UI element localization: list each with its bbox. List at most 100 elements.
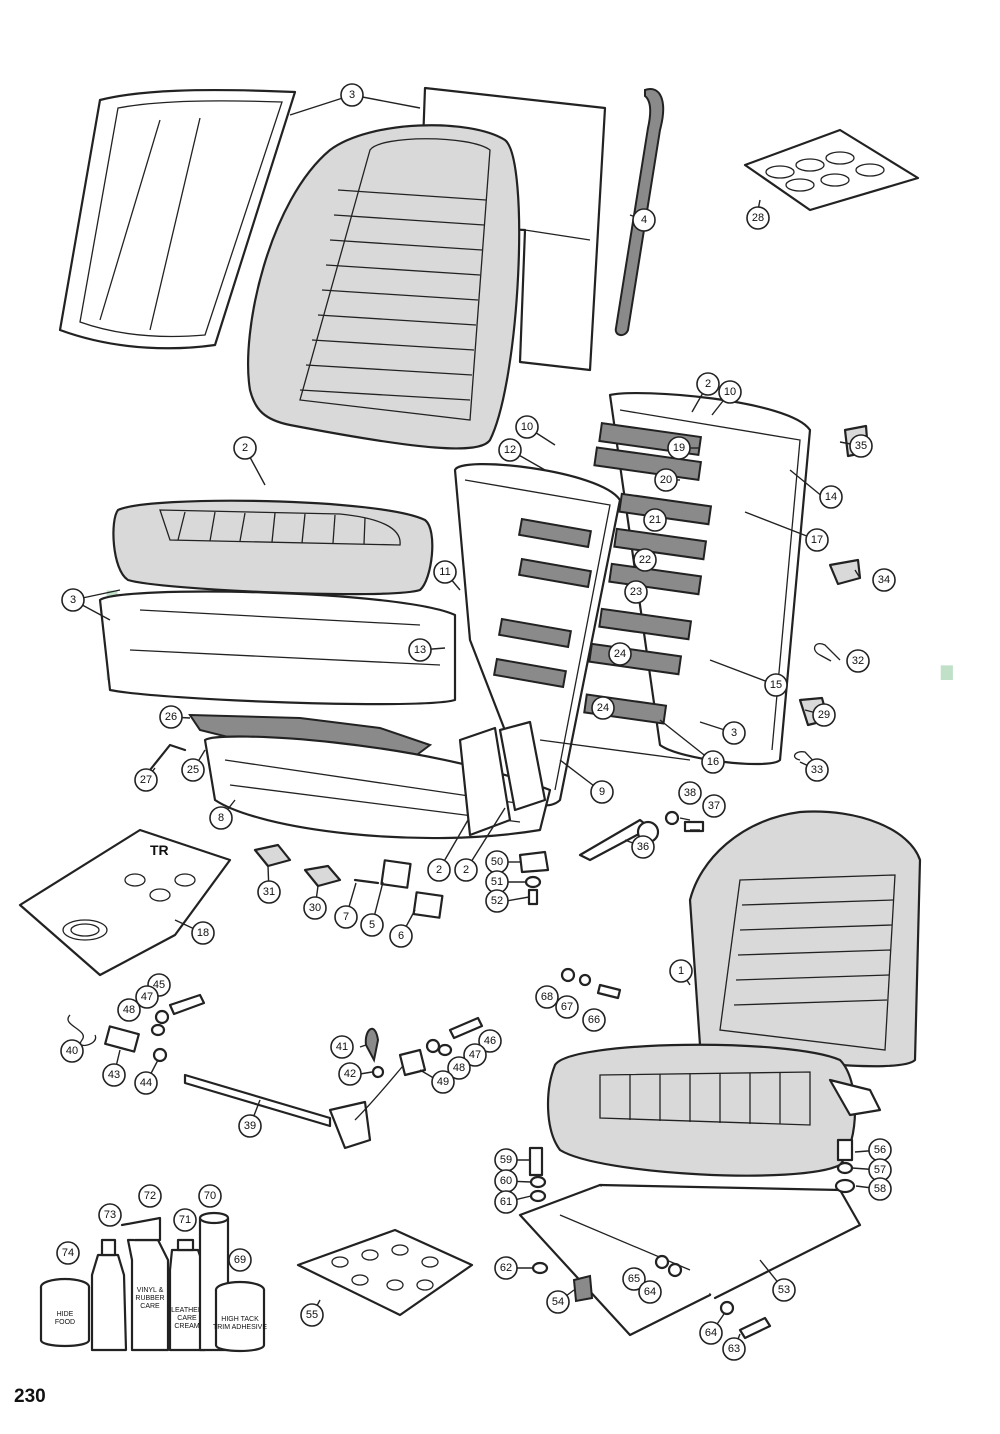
- svg-text:17: 17: [811, 534, 823, 546]
- svg-text:68: 68: [541, 991, 553, 1003]
- svg-text:33: 33: [811, 764, 823, 776]
- callout-27: 27: [134, 768, 158, 792]
- svg-text:39: 39: [244, 1120, 256, 1132]
- svg-text:50: 50: [491, 856, 503, 868]
- callout-57: 57: [868, 1158, 892, 1182]
- svg-text:2: 2: [242, 442, 248, 454]
- svg-text:31: 31: [263, 886, 275, 898]
- svg-text:3: 3: [349, 89, 355, 101]
- svg-text:14: 14: [825, 491, 837, 503]
- backrest-cushion: [247, 124, 521, 450]
- bolt-45: [168, 993, 206, 1016]
- bracket-6: [412, 891, 444, 919]
- callout-74: 74: [56, 1241, 80, 1265]
- callout-24b: 24: [591, 696, 615, 720]
- svg-text:43: 43: [108, 1069, 120, 1081]
- svg-text:25: 25: [187, 764, 199, 776]
- svg-text:63: 63: [728, 1343, 740, 1355]
- callout-13: 13: [408, 638, 432, 662]
- hinge-plates: [458, 720, 547, 837]
- callout-62: 62: [494, 1256, 518, 1280]
- washer-60: [529, 1175, 547, 1189]
- callout-6: 6: [389, 924, 413, 948]
- svg-text:70: 70: [204, 1190, 216, 1202]
- callout-47a: 47: [135, 985, 159, 1009]
- callout-20: 20: [654, 468, 678, 492]
- svg-text:28: 28: [752, 212, 764, 224]
- callout-2d: 2: [454, 858, 478, 882]
- svg-text:64: 64: [705, 1327, 717, 1339]
- callout-23: 23: [624, 580, 648, 604]
- tr-seat-kit-bag: TR: [18, 828, 232, 977]
- svg-text:41: 41: [336, 1041, 348, 1053]
- bolt-63: [738, 1316, 772, 1340]
- svg-text:67: 67: [561, 1001, 573, 1013]
- svg-text:13: 13: [414, 644, 426, 656]
- svg-text:32: 32: [852, 655, 864, 667]
- callout-24a: 24: [608, 642, 632, 666]
- callout-44: 44: [134, 1071, 158, 1095]
- callout-3c: 3: [722, 721, 746, 745]
- callout-25: 25: [181, 758, 205, 782]
- callout-5: 5: [360, 913, 384, 937]
- svg-text:2: 2: [436, 864, 442, 876]
- callout-43: 43: [102, 1063, 126, 1087]
- svg-text:73: 73: [104, 1209, 116, 1221]
- svg-text:15: 15: [770, 679, 782, 691]
- svg-text:36: 36: [637, 841, 649, 853]
- tr-bag-label: TR: [150, 842, 169, 858]
- callout-68: 68: [535, 985, 559, 1009]
- svg-text:6: 6: [398, 930, 404, 942]
- bolt-46: [448, 1016, 484, 1040]
- washer-64b: [667, 1262, 683, 1278]
- callout-50: 50: [485, 850, 509, 874]
- svg-text:3: 3: [70, 594, 76, 606]
- svg-text:23: 23: [630, 586, 642, 598]
- svg-text:16: 16: [707, 756, 719, 768]
- callout-2b: 2: [696, 372, 720, 396]
- callout-55: 55: [300, 1303, 324, 1327]
- bolt-59: [528, 1146, 544, 1177]
- handle-54: [572, 1274, 594, 1303]
- callout-69: 69: [228, 1248, 252, 1272]
- clip-kit-bag: [743, 128, 920, 212]
- callout-61: 61: [494, 1190, 518, 1214]
- nut-51: [524, 875, 542, 889]
- plate-43: [104, 1025, 140, 1053]
- svg-text:24: 24: [597, 702, 609, 714]
- callout-12: 12: [498, 438, 522, 462]
- callout-66: 66: [582, 1008, 606, 1032]
- svg-text:52: 52: [491, 895, 503, 907]
- svg-text:26: 26: [165, 711, 177, 723]
- washer-64a: [719, 1300, 735, 1316]
- screw-52: [527, 888, 539, 906]
- svg-text:24: 24: [614, 648, 626, 660]
- washer-47a: [154, 1009, 170, 1025]
- callout-14: 14: [819, 485, 843, 509]
- svg-text:38: 38: [684, 787, 696, 799]
- callout-16: 16: [701, 750, 725, 774]
- callout-41: 41: [330, 1035, 354, 1059]
- spacer-68: [560, 967, 576, 983]
- callout-72: 72: [138, 1184, 162, 1208]
- bracket-49: [398, 1048, 427, 1077]
- callout-26: 26: [159, 705, 183, 729]
- washer-58: [834, 1178, 856, 1194]
- svg-text:53: 53: [778, 1284, 790, 1296]
- svg-text:55: 55: [306, 1309, 318, 1321]
- callout-40: 40: [60, 1039, 84, 1063]
- svg-text:72: 72: [144, 1190, 156, 1202]
- callout-28: 28: [746, 206, 770, 230]
- callout-19: 19: [667, 436, 691, 460]
- spring-clip: [148, 743, 187, 772]
- svg-text:2: 2: [705, 378, 711, 390]
- callout-70: 70: [198, 1184, 222, 1208]
- svg-text:59: 59: [500, 1154, 512, 1166]
- svg-text:27: 27: [140, 774, 152, 786]
- callout-65: 65: [622, 1267, 646, 1291]
- callout-73: 73: [98, 1203, 122, 1227]
- knob-50: [518, 850, 550, 874]
